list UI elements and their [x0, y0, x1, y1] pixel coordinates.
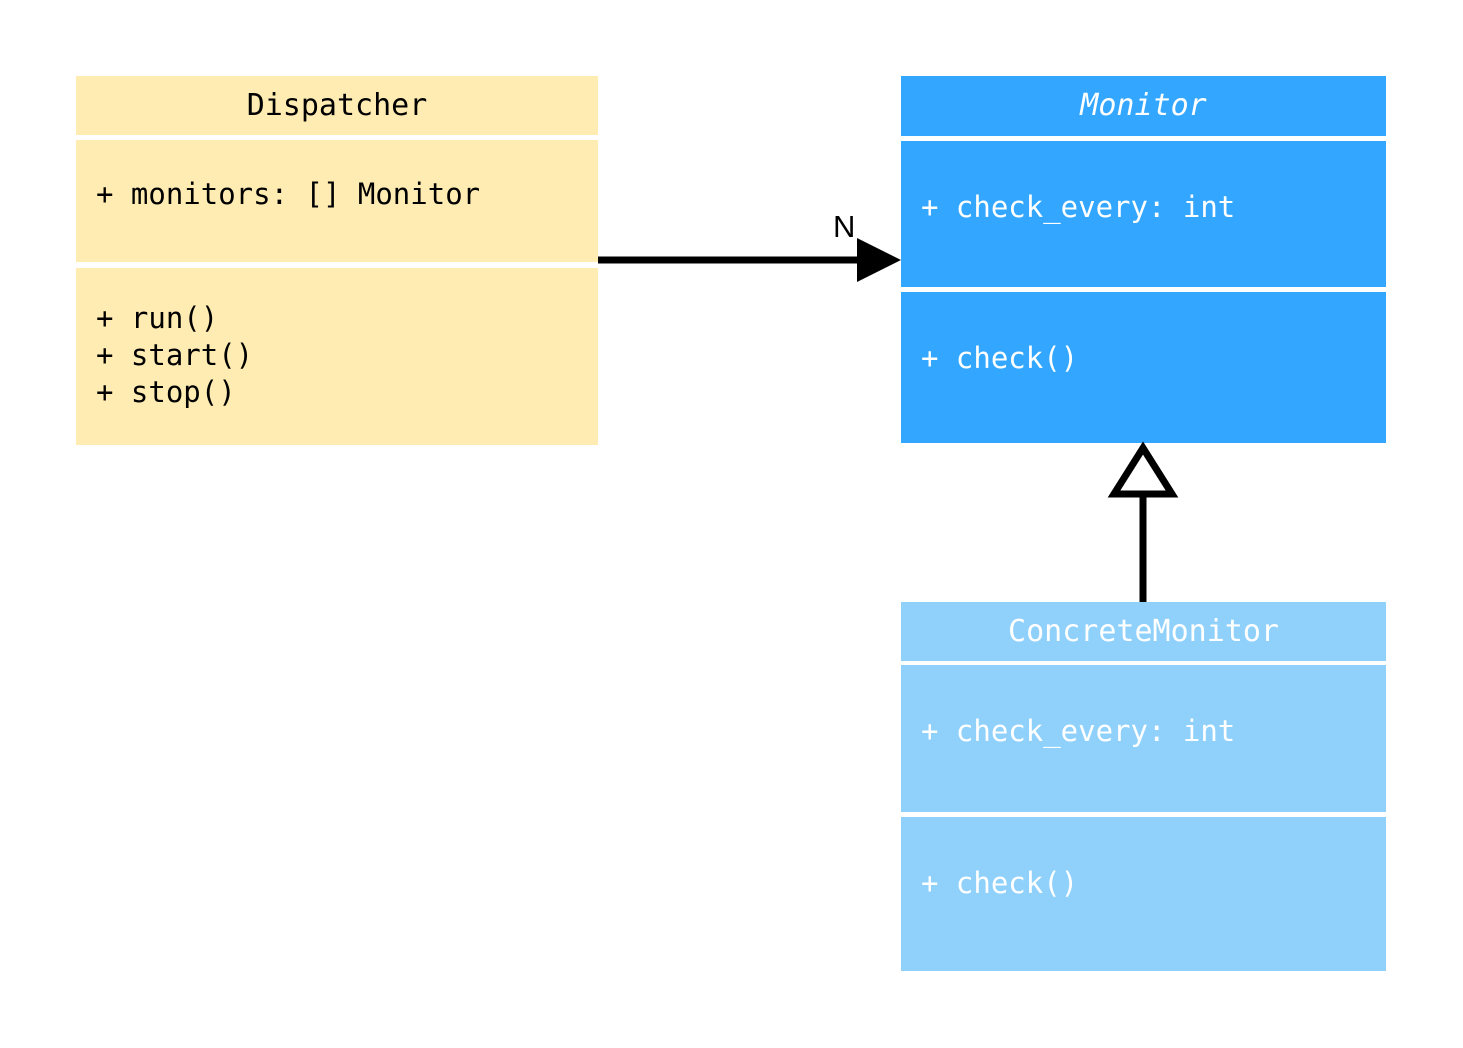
uml-class-dispatcher[interactable]: Dispatcher + monitors: [] Monitor + run(…	[76, 76, 598, 445]
monitor-method-item: + check()	[921, 341, 1079, 375]
association-dispatcher-monitor	[598, 238, 901, 282]
monitor-title-compartment: Monitor	[901, 76, 1386, 136]
dispatcher-method-item: + start()	[96, 338, 254, 372]
generalization-hollow-arrowhead-icon	[1107, 441, 1179, 498]
uml-class-concrete-monitor[interactable]: ConcreteMonitor + check_every: int + che…	[901, 602, 1386, 971]
concrete-monitor-method-list: + check()	[901, 817, 1078, 902]
concrete-monitor-method-item: + check()	[921, 866, 1079, 900]
monitor-attribute-list: + check_every: int	[901, 141, 1235, 226]
dispatcher-class-name: Dispatcher	[246, 87, 428, 123]
uml-class-monitor[interactable]: Monitor + check_every: int + check()	[901, 76, 1386, 443]
dispatcher-attributes-compartment: + monitors: [] Monitor	[76, 140, 598, 262]
monitor-methods-compartment: + check()	[901, 292, 1386, 443]
concrete-monitor-methods-compartment: + check()	[901, 817, 1386, 971]
dispatcher-title-compartment: Dispatcher	[76, 76, 598, 135]
monitor-class-name: Monitor	[1080, 88, 1207, 123]
dispatcher-attribute-item: + monitors: [] Monitor	[96, 177, 481, 211]
dispatcher-method-item: + run()	[96, 301, 219, 335]
generalization-concrete-monitor-monitor	[1107, 441, 1179, 602]
monitor-method-list: + check()	[901, 292, 1078, 377]
concrete-monitor-class-name: ConcreteMonitor	[1008, 613, 1279, 649]
dispatcher-methods-compartment: + run() + start() + stop()	[76, 268, 598, 445]
concrete-monitor-attributes-compartment: + check_every: int	[901, 665, 1386, 812]
dispatcher-method-list: + run() + start() + stop()	[76, 268, 253, 411]
dispatcher-method-item: + stop()	[96, 375, 236, 409]
association-multiplicity-label: N	[833, 209, 856, 244]
concrete-monitor-attribute-list: + check_every: int	[901, 665, 1235, 750]
concrete-monitor-attribute-item: + check_every: int	[921, 714, 1236, 748]
concrete-monitor-title-compartment: ConcreteMonitor	[901, 602, 1386, 661]
monitor-attribute-item: + check_every: int	[921, 190, 1236, 224]
monitor-attributes-compartment: + check_every: int	[901, 141, 1386, 287]
association-filled-arrowhead-icon	[857, 238, 901, 282]
dispatcher-attribute-list: + monitors: [] Monitor	[76, 140, 480, 213]
